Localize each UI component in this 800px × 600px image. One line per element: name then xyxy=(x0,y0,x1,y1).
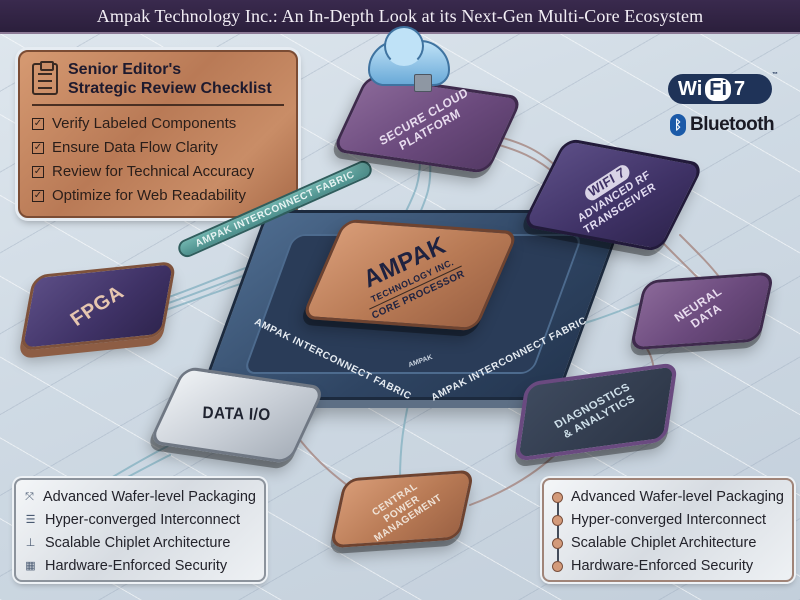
feature-label: Hyper-converged Interconnect xyxy=(571,512,767,528)
checkbox-checked-icon[interactable]: ✓ xyxy=(32,118,44,130)
wifi-logo-fi: Fi xyxy=(705,77,732,101)
checklist-title-line2: Strategic Review Checklist xyxy=(68,80,272,97)
checklist-item-label: Verify Labeled Components xyxy=(52,115,237,132)
checkbox-checked-icon[interactable]: ✓ xyxy=(32,142,44,154)
bullet-dot-icon xyxy=(552,538,563,549)
checklist-header: Senior Editor's Strategic Review Checkli… xyxy=(32,60,284,106)
bullet-dot-icon xyxy=(552,561,563,572)
features-panel-right: Advanced Wafer-level Packaging Hyper-con… xyxy=(542,478,794,582)
feature-label: Hyper-converged Interconnect xyxy=(45,512,241,528)
feature-item: Hyper-converged Interconnect xyxy=(552,509,784,532)
checkbox-checked-icon[interactable]: ✓ xyxy=(32,166,44,178)
feature-item: Scalable Chiplet Architecture xyxy=(552,532,784,555)
bluetooth-icon: ᛒ xyxy=(670,114,686,136)
checklist-item[interactable]: ✓ Optimize for Web Readability xyxy=(32,184,284,208)
wifi-logo-version: 7 xyxy=(734,77,746,100)
feature-label: Scalable Chiplet Architecture xyxy=(45,535,231,551)
lock-box-icon xyxy=(414,74,432,92)
features-panel-left: ⤧ Advanced Wafer-level Packaging ☰ Hyper… xyxy=(14,478,266,582)
checklist-item-label: Ensure Data Flow Clarity xyxy=(52,139,218,156)
feature-label: Scalable Chiplet Architecture xyxy=(571,535,757,551)
feature-item: ⤧ Advanced Wafer-level Packaging xyxy=(24,486,256,509)
neural-data-chip[interactable]: Neural Data xyxy=(629,271,775,351)
cloud-icon xyxy=(368,26,450,86)
feature-item: Hardware-Enforced Security xyxy=(552,555,784,578)
clipboard-checklist-icon xyxy=(32,61,58,95)
feature-item: Advanced Wafer-level Packaging xyxy=(552,486,784,509)
chiplet-stack-icon: ⊥ xyxy=(25,537,36,549)
power-management-chip[interactable]: Central Power Management xyxy=(329,469,475,549)
feature-item: ☰ Hyper-converged Interconnect xyxy=(24,509,256,532)
expand-arrows-icon: ⤧ xyxy=(25,491,34,503)
wifi7-logo: Wi Fi 7 ™ xyxy=(668,72,778,104)
checklist-item-label: Review for Technical Accuracy xyxy=(52,163,255,180)
checklist-item[interactable]: ✓ Review for Technical Accuracy xyxy=(32,160,284,184)
feature-item: ⊥ Scalable Chiplet Architecture xyxy=(24,532,256,555)
editor-checklist-panel: Senior Editor's Strategic Review Checkli… xyxy=(18,50,298,218)
checklist-item-label: Optimize for Web Readability xyxy=(52,187,246,204)
feature-label: Hardware-Enforced Security xyxy=(571,558,754,574)
security-grid-icon: ▦ xyxy=(25,560,36,572)
timeline-line xyxy=(557,496,559,566)
wifi-logo-wi: Wi xyxy=(678,77,703,100)
checklist-items: ✓ Verify Labeled Components ✓ Ensure Dat… xyxy=(32,112,284,208)
bluetooth-label: Bluetooth xyxy=(690,114,775,135)
trademark-mark: ™ xyxy=(772,72,778,78)
bullet-dot-icon xyxy=(552,492,563,503)
checkbox-checked-icon[interactable]: ✓ xyxy=(32,190,44,202)
bluetooth-logo: ᛒ Bluetooth xyxy=(670,114,775,136)
fpga-label: FPGA xyxy=(66,281,129,331)
checklist-title-line1: Senior Editor's xyxy=(68,61,182,78)
feature-label: Advanced Wafer-level Packaging xyxy=(42,489,256,505)
checklist-item[interactable]: ✓ Verify Labeled Components xyxy=(32,112,284,136)
feature-item: ▦ Hardware-Enforced Security xyxy=(24,555,256,578)
sliders-icon: ☰ xyxy=(25,514,36,526)
feature-label: Hardware-Enforced Security xyxy=(45,558,228,574)
bullet-dot-icon xyxy=(552,515,563,526)
data-io-label: DATA I/O xyxy=(202,404,272,425)
checklist-item[interactable]: ✓ Ensure Data Flow Clarity xyxy=(32,136,284,160)
feature-label: Advanced Wafer-level Packaging xyxy=(570,489,784,505)
